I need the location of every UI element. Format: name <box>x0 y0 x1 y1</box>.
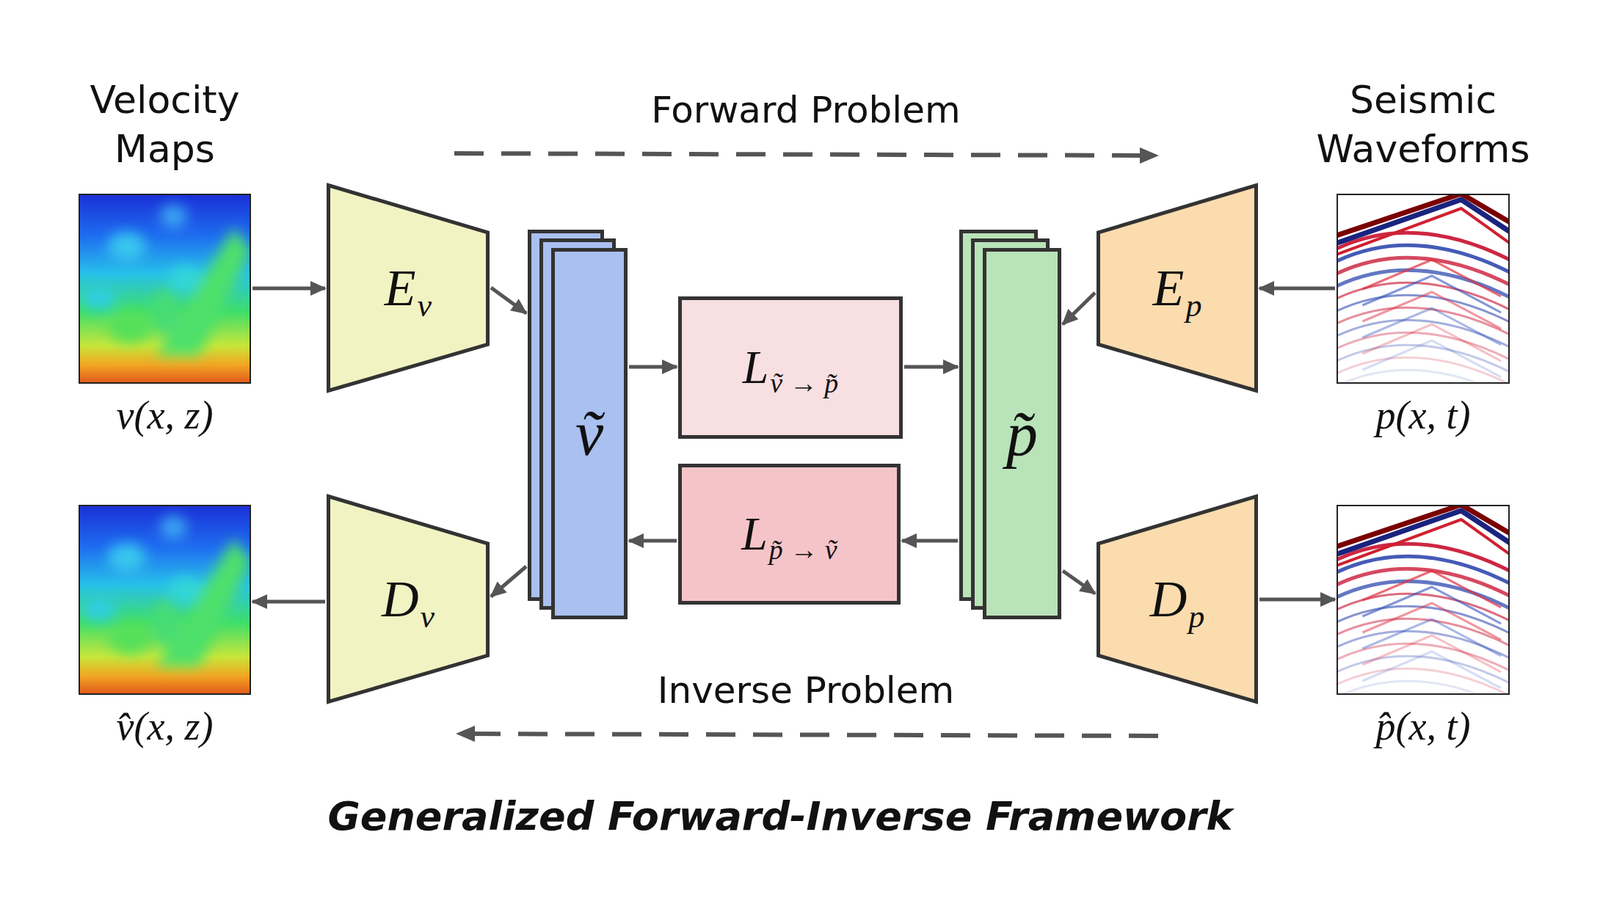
math-subscript: p <box>1188 598 1205 636</box>
trapezoid-outline <box>328 496 489 703</box>
math-base: L <box>741 507 768 562</box>
image-heading: Velocity Maps <box>40 75 290 175</box>
flow-arrow <box>1259 598 1336 602</box>
latent-symbol: ṽ <box>575 397 604 471</box>
node-shape <box>1336 193 1510 384</box>
latent-name: p̃ <box>1006 397 1038 471</box>
math-subscript: v <box>417 286 433 325</box>
math-label: Dp <box>1150 570 1206 629</box>
flow-arrow <box>628 539 677 544</box>
velocity-map-image: Velocity Mapsv(x, z) <box>78 193 252 384</box>
flow-arrow <box>252 600 326 605</box>
node-shape <box>78 193 252 384</box>
variable-label: v(x, z) <box>55 392 276 439</box>
math-base: E <box>1153 259 1185 318</box>
flow-arrow <box>491 566 527 597</box>
node-shape <box>1336 504 1510 696</box>
trapezoid-outline <box>1098 496 1257 703</box>
flow-arrow <box>1259 286 1336 291</box>
direction-label: Inverse Problem <box>657 669 955 712</box>
figure-caption: Generalized Forward-Inverse Framework <box>327 793 1233 840</box>
flow-arrow <box>491 287 527 314</box>
math-base: D <box>1150 570 1188 629</box>
math-subscript: p <box>1185 286 1202 325</box>
box-outline <box>680 466 900 604</box>
latent-layer <box>984 250 1060 618</box>
flow-arrow <box>1062 292 1096 325</box>
trapezoid-outline <box>328 185 489 392</box>
math-base: E <box>384 259 417 318</box>
forward-latent-mapping-box: Lṽ → p̃ <box>678 296 903 439</box>
variable-label: v̂(x, z) <box>55 703 276 750</box>
forward-dashed-arrow <box>454 153 1156 156</box>
reconstructed-waveform-image: p̂(x, t) <box>1336 504 1510 696</box>
node-shape <box>678 296 903 439</box>
waveform-encoder: Ep <box>1096 183 1258 393</box>
flow-arrow <box>902 539 958 544</box>
waveform-decoder: Dp <box>1096 494 1258 704</box>
inverse-latent-mapping-box: Lp̃ → ṽ <box>678 463 901 605</box>
node-shape <box>78 504 252 696</box>
math-label: Lṽ → p̃ <box>742 340 839 395</box>
math-subscript: ṽ → p̃ <box>769 366 839 400</box>
latent-symbol: p̃ <box>1006 397 1038 471</box>
math-label: Ev <box>384 259 432 318</box>
math-label: Lp̃ → ṽ <box>741 507 837 562</box>
math-label: Ep <box>1153 259 1203 318</box>
math-subscript: v <box>420 598 436 636</box>
math-subscript: p̃ → ṽ <box>769 533 838 566</box>
reconstructed-velocity-image: v̂(x, z) <box>78 504 252 696</box>
flow-arrow <box>1062 571 1096 594</box>
velocity-latent-stack: ṽ <box>527 229 628 620</box>
velocity-encoder: Ev <box>326 183 490 393</box>
inverse-dashed-arrow <box>458 733 1159 737</box>
node-shape <box>678 463 901 605</box>
box-outline <box>680 298 902 438</box>
math-base: L <box>742 340 770 395</box>
trapezoid-outline <box>1098 185 1257 392</box>
flow-arrow <box>904 365 958 370</box>
image-heading: Seismic Waveforms <box>1298 75 1548 175</box>
latent-layer <box>553 250 627 618</box>
velocity-decoder: Dv <box>326 494 490 704</box>
latent-name: ṽ <box>575 397 604 471</box>
math-label: Dv <box>381 570 435 629</box>
seismic-waveform-image: Seismic Waveformsp(x, t) <box>1336 193 1510 384</box>
flow-arrow <box>628 365 677 370</box>
flow-arrow <box>252 286 326 291</box>
direction-label: Forward Problem <box>651 88 960 132</box>
waveform-latent-stack: p̃ <box>959 229 1062 620</box>
variable-label: p(x, t) <box>1313 392 1534 439</box>
math-base: D <box>381 570 420 629</box>
variable-label: p̂(x, t) <box>1313 703 1534 750</box>
